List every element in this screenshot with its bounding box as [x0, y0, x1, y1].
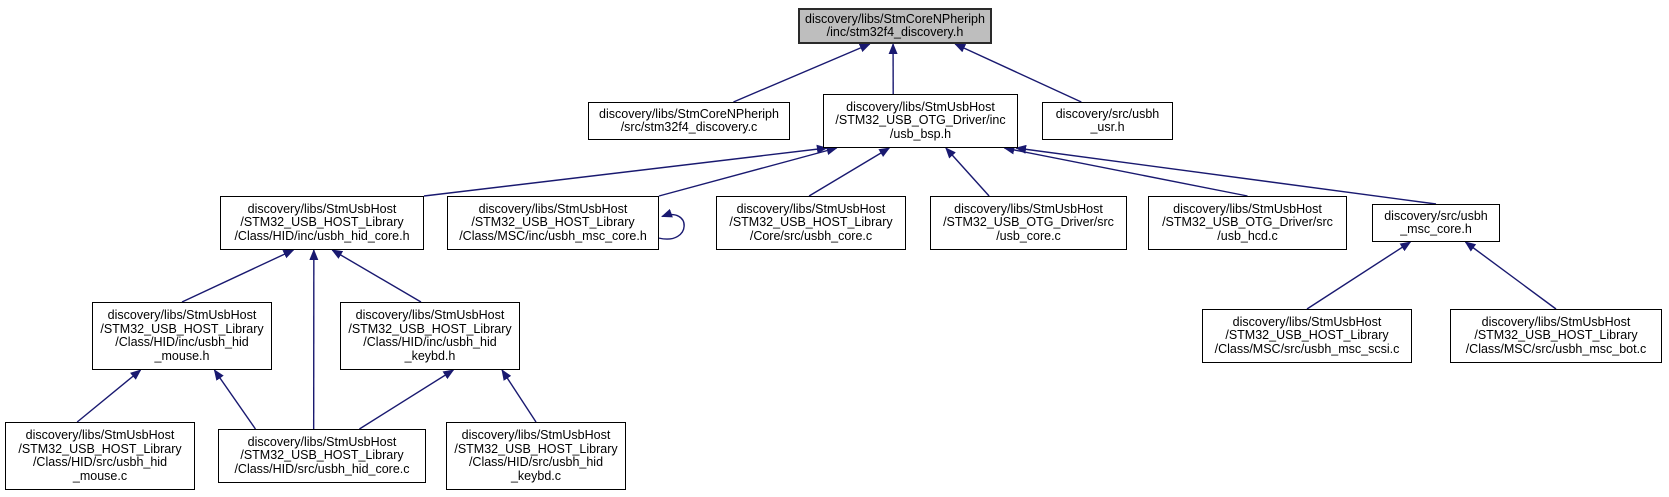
graph-node-label-line: /STM32_USB_HOST_Library	[240, 215, 404, 230]
graph-edge-usbh_hid_mouse_h-to-usbh_hid_core_h	[181, 249, 295, 303]
graph-node-label-line: discovery/src/usbh	[1384, 208, 1488, 223]
graph-node-label-line: /STM32_USB_OTG_Driver/src	[1162, 215, 1333, 230]
graph-node-label-line: discovery/libs/StmUsbHost	[107, 308, 257, 322]
node-usbh-hid-mouse-c[interactable]: discovery/libs/StmUsbHost/STM32_USB_HOST…	[5, 422, 195, 490]
graph-node-label-line: discovery/libs/StmUsbHost	[247, 201, 397, 216]
graph-node-label-line: /STM32_USB_HOST_Library	[348, 321, 512, 336]
graph-node-label-line: /Class/HID/inc/usbh_hid_core.h	[234, 228, 410, 243]
graph-edge-stm32f4_discovery_c-to-stm32f4_discovery_h	[733, 43, 871, 103]
graph-node-label-line: discovery/libs/StmCoreNPheriph	[599, 106, 779, 121]
graph-node-label-line: /STM32_USB_HOST_Library	[1225, 328, 1389, 343]
node-usbh-msc-scsi-c[interactable]: discovery/libs/StmUsbHost/STM32_USB_HOST…	[1202, 309, 1412, 363]
graph-node-label-line: discovery/libs/StmUsbHost	[247, 434, 397, 449]
graph-node-label-line: discovery/src/usbh	[1055, 106, 1160, 121]
graph-node-label-line: /Class/HID/inc/usbh_hid	[115, 335, 249, 349]
node-usbh-msc-core-h-inc[interactable]: discovery/libs/StmUsbHost/STM32_USB_HOST…	[447, 196, 659, 250]
graph-edge-usbh_usr_h-to-stm32f4_discovery_h	[954, 43, 1082, 103]
node-usb-core-c[interactable]: discovery/libs/StmUsbHost/STM32_USB_OTG_…	[930, 196, 1127, 250]
node-usbh-hid-core-h[interactable]: discovery/libs/StmUsbHost/STM32_USB_HOST…	[220, 196, 424, 250]
graph-node-label-line: discovery/libs/StmUsbHost	[1173, 201, 1322, 216]
graph-edge-usbh_hid_mouse_c-to-usbh_hid_mouse_h	[76, 369, 142, 423]
node-usbh-hid-keybd-h[interactable]: discovery/libs/StmUsbHost/STM32_USB_HOST…	[340, 302, 520, 370]
node-usbh-core-c[interactable]: discovery/libs/StmUsbHost/STM32_USB_HOST…	[716, 196, 906, 250]
graph-edge-usbh_msc_core_h_src-to-usb_bsp_h	[1015, 144, 1437, 205]
graph-node-label-line: /inc/stm32f4_discovery.h	[826, 25, 964, 39]
graph-node-label-line: /STM32_USB_HOST_Library	[471, 215, 635, 230]
graph-edge-usbh_hid_core_c-to-usbh_hid_mouse_h	[213, 369, 257, 430]
graph-node-label-line: /Class/HID/inc/usbh_hid	[363, 335, 497, 349]
node-usbh-hid-keybd-c[interactable]: discovery/libs/StmUsbHost/STM32_USB_HOST…	[446, 422, 626, 490]
node-usbh-hid-mouse-h[interactable]: discovery/libs/StmUsbHost/STM32_USB_HOST…	[92, 302, 272, 370]
node-usbh-msc-bot-c[interactable]: discovery/libs/StmUsbHost/STM32_USB_HOST…	[1450, 309, 1662, 363]
graph-edge-usbh_core_c-to-usb_bsp_h	[808, 147, 891, 197]
graph-node-label-line: discovery/libs/StmUsbHost	[954, 201, 1103, 216]
graph-node-label-line: discovery/libs/StmUsbHost	[846, 99, 995, 114]
graph-node-label-line: /STM32_USB_HOST_Library	[18, 441, 182, 456]
graph-node-label-line: /STM32_USB_OTG_Driver/inc	[835, 113, 1006, 128]
graph-node-label-line: /STM32_USB_OTG_Driver/src	[943, 215, 1114, 230]
graph-node-label-line: /STM32_USB_HOST_Library	[1474, 328, 1638, 343]
graph-node-label-line: /STM32_USB_HOST_Library	[240, 448, 404, 463]
graph-node-label-line: /usb_hcd.c	[1217, 228, 1278, 243]
graph-node-label-line: _keybd.h	[404, 348, 456, 363]
graph-edge-usbh_hid_core_c-to-usbh_hid_keybd_h	[359, 369, 455, 430]
graph-node-label-line: /STM32_USB_HOST_Library	[100, 321, 264, 336]
graph-edge-usbh_msc_bot_c-to-usbh_msc_core_h_src	[1464, 241, 1557, 310]
graph-edge-usbh_msc_core_h_inc-to-usbh_msc_core_h_inc	[658, 208, 685, 240]
graph-node-label-line: discovery/libs/StmUsbHost	[25, 428, 175, 442]
graph-edge-usbh_hid_keybd_h-to-usbh_hid_core_h	[331, 249, 422, 303]
graph-edge-usb_hcd_c-to-usb_bsp_h	[1003, 145, 1248, 197]
graph-node-label-line: _keybd.c	[510, 468, 562, 483]
graph-node-label-line: _msc_core.h	[1400, 222, 1472, 236]
graph-node-label-line: discovery/libs/StmUsbHost	[461, 428, 611, 442]
graph-node-label-line: /Class/HID/src/usbh_hid	[468, 455, 604, 469]
graph-node-label-line: discovery/libs/StmUsbHost	[1232, 314, 1382, 329]
graph-node-label-line: discovery/libs/StmUsbHost	[355, 308, 505, 322]
node-usbh-hid-core-c[interactable]: discovery/libs/StmUsbHost/STM32_USB_HOST…	[218, 429, 426, 483]
node-usbh-usr-h[interactable]: discovery/src/usbh_usr.h	[1042, 102, 1173, 140]
graph-edge-usbh_hid_core_h-to-usb_bsp_h	[423, 144, 828, 197]
graph-node-label-line: /Core/src/usbh_core.c	[749, 228, 873, 243]
graph-node-label-line: /src/stm32f4_discovery.c	[620, 120, 758, 134]
graph-node-label-line: /usb_bsp.h	[889, 126, 952, 141]
graph-node-label-line: _mouse.c	[72, 468, 128, 483]
graph-node-label-line: discovery/libs/StmUsbHost	[1481, 314, 1631, 329]
node-usb-bsp-h[interactable]: discovery/libs/StmUsbHost/STM32_USB_OTG_…	[823, 94, 1018, 148]
graph-node-label-line: /usb_core.c	[996, 228, 1061, 243]
graph-edge-usb_core_c-to-usb_bsp_h	[945, 147, 990, 197]
graph-node-label-line: /Class/MSC/src/usbh_msc_scsi.c	[1214, 341, 1400, 356]
node-usb-hcd-c[interactable]: discovery/libs/StmUsbHost/STM32_USB_OTG_…	[1148, 196, 1347, 250]
graph-node-label-line: /Class/MSC/src/usbh_msc_bot.c	[1465, 341, 1647, 356]
graph-node-label-line: /Class/HID/src/usbh_hid	[32, 455, 168, 469]
graph-edge-usbh_msc_scsi_c-to-usbh_msc_core_h_src	[1306, 241, 1412, 310]
graph-node-label-line: _mouse.h	[154, 348, 210, 363]
graph-edge-usbh_msc_core_h_inc-to-usb_bsp_h	[658, 146, 838, 197]
graph-node-label-line: _usr.h	[1090, 120, 1125, 134]
node-usbh-msc-core-h-src[interactable]: discovery/src/usbh_msc_core.h	[1372, 204, 1500, 242]
node-stm32f4-discovery-h[interactable]: discovery/libs/StmCoreNPheriph/inc/stm32…	[798, 8, 992, 44]
graph-node-label-line: /Class/HID/src/usbh_hid_core.c	[234, 461, 410, 476]
graph-edge-usbh_hid_keybd_c-to-usbh_hid_keybd_h	[501, 369, 537, 423]
node-stm32f4-discovery-c[interactable]: discovery/libs/StmCoreNPheriph/src/stm32…	[588, 102, 790, 140]
graph-node-label-line: /STM32_USB_HOST_Library	[454, 441, 618, 456]
graph-node-label-line: discovery/libs/StmUsbHost	[478, 201, 628, 216]
graph-node-label-line: discovery/libs/StmUsbHost	[736, 201, 886, 216]
graph-node-label-line: /STM32_USB_HOST_Library	[729, 215, 893, 230]
graph-node-label-line: discovery/libs/StmCoreNPheriph	[805, 11, 985, 26]
graph-node-label-line: /Class/MSC/inc/usbh_msc_core.h	[459, 228, 647, 243]
